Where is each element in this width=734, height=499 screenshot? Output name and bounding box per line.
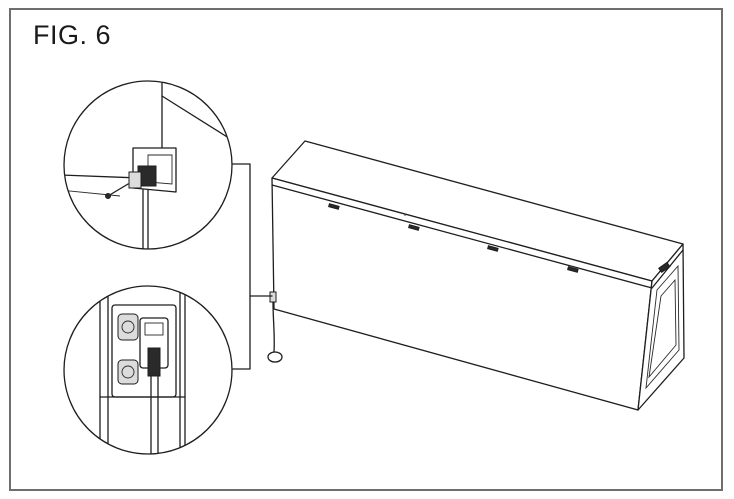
- handle-icon: [328, 203, 340, 210]
- cord-end-icon: [267, 351, 283, 363]
- callout-leaders: [232, 163, 273, 370]
- side-latch-icon: [658, 261, 671, 274]
- socket-icon: [117, 359, 139, 385]
- handle-icon: [487, 245, 499, 252]
- handle-icon: [408, 224, 420, 231]
- power-cord: [272, 301, 275, 353]
- detail-circle-plug: [63, 285, 233, 455]
- socket-icon: [117, 313, 139, 341]
- figure-label: FIG. 6: [33, 20, 112, 50]
- handle-icon: [567, 266, 579, 273]
- detail-circle-outlet: [63, 80, 233, 250]
- plug-grip-icon: [147, 347, 161, 377]
- wall-plug-icon: [269, 291, 277, 303]
- cabinet-side: [637, 243, 685, 411]
- side-inner-panel: [645, 264, 680, 390]
- cabinet-unit: [267, 140, 685, 411]
